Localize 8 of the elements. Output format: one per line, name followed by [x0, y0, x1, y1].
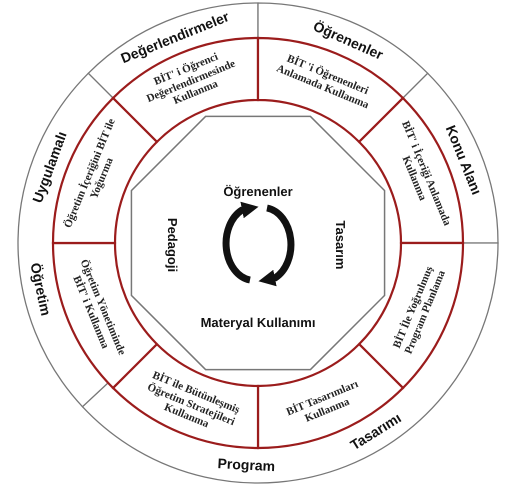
center-label: Öğrenenler	[223, 184, 293, 198]
center-label: Pedagoji	[166, 218, 180, 272]
center-label: Materyal Kullanımı	[200, 314, 316, 330]
ring-label: Program	[217, 455, 276, 474]
ring-label: Öğretim	[27, 261, 54, 318]
ring-label: Konu Alanı	[442, 122, 485, 197]
center-label: Tasarım	[334, 220, 348, 270]
inner-ring-segment	[358, 242, 464, 390]
